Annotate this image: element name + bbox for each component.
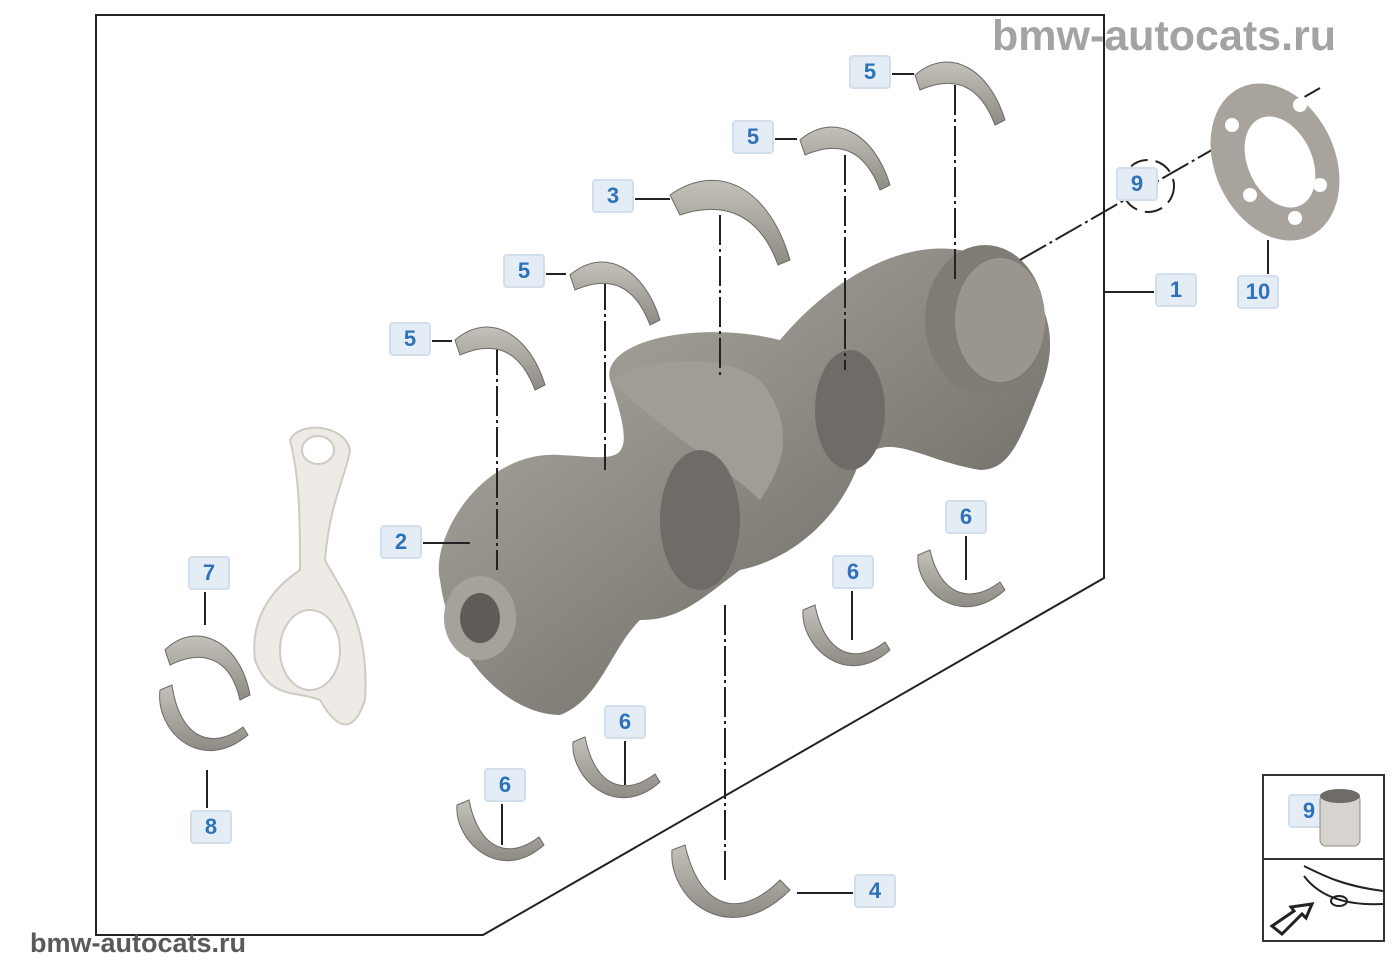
connecting-rod <box>253 426 367 726</box>
callout-9[interactable]: 9 <box>1116 167 1158 201</box>
crankshaft <box>438 245 1051 715</box>
callout-5[interactable]: 5 <box>389 322 431 356</box>
assembly-frame <box>95 14 1105 936</box>
watermark-bottom: bmw-autocats.ru <box>30 928 247 958</box>
inset-art <box>1269 789 1383 937</box>
watermark-top: bmw-autocats.ru <box>992 12 1337 60</box>
callout-6[interactable]: 6 <box>832 555 874 589</box>
callout-5[interactable]: 5 <box>732 120 774 154</box>
callout-3[interactable]: 3 <box>592 179 634 213</box>
callout-6[interactable]: 6 <box>945 500 987 534</box>
callout-1[interactable]: 1 <box>1155 273 1197 307</box>
dowel-sleeve-icon <box>1319 789 1361 847</box>
inset-panel: 9 <box>1262 774 1385 942</box>
callout-6[interactable]: 6 <box>484 768 526 802</box>
callout-5[interactable]: 5 <box>849 55 891 89</box>
inset-divider <box>1264 858 1383 860</box>
callout-7[interactable]: 7 <box>188 556 230 590</box>
callout-5[interactable]: 5 <box>503 254 545 288</box>
callout-10[interactable]: 10 <box>1237 275 1279 309</box>
callout-8[interactable]: 8 <box>190 810 232 844</box>
callout-2[interactable]: 2 <box>380 525 422 559</box>
drive-plate <box>1210 83 1340 241</box>
callout-4[interactable]: 4 <box>854 874 896 908</box>
callout-6[interactable]: 6 <box>604 705 646 739</box>
car-front-arrow-icon <box>1269 865 1383 937</box>
